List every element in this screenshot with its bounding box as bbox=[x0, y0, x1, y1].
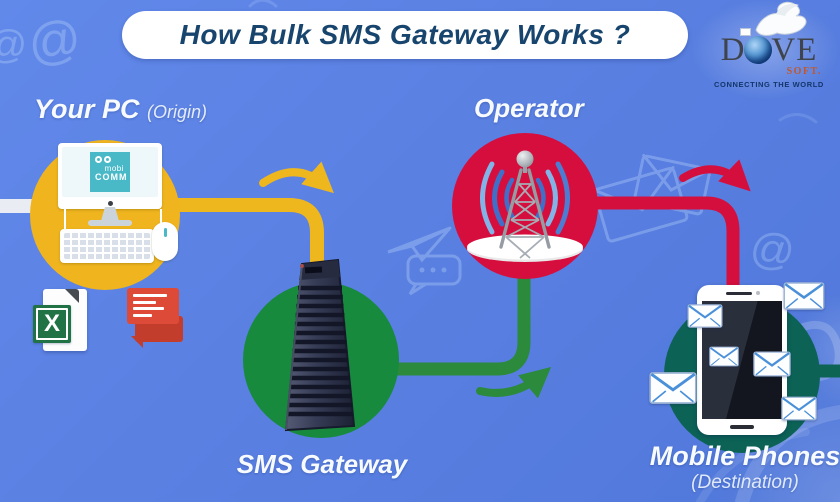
phone-speaker bbox=[726, 292, 752, 295]
envelope-icon bbox=[709, 346, 739, 367]
logo-soft-text: SOFT. bbox=[786, 66, 822, 77]
label-sms-gateway: SMS Gateway bbox=[236, 449, 408, 479]
envelope-icon bbox=[783, 282, 825, 310]
chat-messages-icon bbox=[127, 288, 185, 352]
monitor-screen: mobi COMM bbox=[62, 147, 158, 197]
mobicomm-logo: mobi COMM bbox=[90, 152, 130, 192]
monitor-power-dot bbox=[108, 201, 113, 206]
globe-icon bbox=[744, 36, 773, 64]
label-destination: (Destination) bbox=[691, 472, 799, 493]
phone-camera-dot bbox=[756, 291, 760, 295]
page-title: How Bulk SMS Gateway Works ? bbox=[179, 19, 631, 50]
arrow-operator-to-mobile-icon bbox=[679, 159, 751, 192]
mouse-scroll bbox=[163, 228, 167, 237]
envelope-icon bbox=[753, 351, 791, 377]
logo-word-start: D bbox=[720, 32, 746, 68]
connector-operator-to-mobile bbox=[580, 196, 740, 305]
mobicomm-logo-text-top: mobi bbox=[104, 164, 124, 173]
dove-icon bbox=[755, 1, 807, 36]
logo-envelope-icon bbox=[740, 28, 751, 36]
mouse-icon bbox=[152, 222, 178, 261]
arrow-pc-to-gateway-icon bbox=[259, 161, 334, 194]
label-your-pc: Your PC (Origin) bbox=[34, 94, 208, 124]
keyboard-cable bbox=[64, 209, 66, 233]
connector-pc-to-gateway bbox=[162, 198, 324, 305]
excel-letter: X bbox=[43, 310, 60, 337]
chat-bubble-tail bbox=[131, 336, 143, 348]
label-operator: Operator bbox=[474, 93, 584, 123]
antenna-icon bbox=[467, 150, 583, 262]
server-icon bbox=[284, 258, 356, 432]
monitor-stand-base bbox=[88, 220, 132, 226]
chat-bubble-front bbox=[127, 288, 179, 324]
mobicomm-logo-dots bbox=[95, 156, 127, 163]
connector-gateway-to-operator bbox=[385, 258, 531, 376]
phone-home-bar bbox=[730, 425, 754, 429]
monitor-icon: mobi COMM bbox=[58, 143, 162, 209]
logo-word-end: VE bbox=[771, 32, 818, 68]
envelope-icon bbox=[687, 304, 723, 328]
label-origin: (Origin) bbox=[147, 102, 208, 122]
label-mobile-phones: Mobile Phones bbox=[649, 441, 840, 471]
monitor-stand bbox=[101, 207, 119, 221]
arrow-gateway-to-operator-icon bbox=[476, 367, 552, 399]
logo-tagline: CONNECTING THE WORLD bbox=[714, 80, 824, 89]
logo-wordmark: D VE bbox=[700, 32, 838, 68]
dove-soft-logo: D VE SOFT. CONNECTING THE WORLD bbox=[700, 1, 838, 98]
mouse-cable bbox=[160, 209, 162, 225]
excel-x-badge: X bbox=[33, 305, 71, 343]
envelope-icon bbox=[781, 396, 817, 421]
envelope-icon bbox=[649, 371, 697, 405]
mobicomm-logo-text-bottom: COMM bbox=[95, 172, 128, 182]
radio-waves-icon bbox=[480, 161, 570, 235]
keyboard-icon bbox=[60, 229, 154, 263]
keyboard-keys bbox=[64, 233, 150, 259]
title-banner: How Bulk SMS Gateway Works ? bbox=[122, 11, 688, 59]
excel-file-icon: X bbox=[33, 283, 89, 355]
excel-folded-corner bbox=[65, 289, 79, 303]
